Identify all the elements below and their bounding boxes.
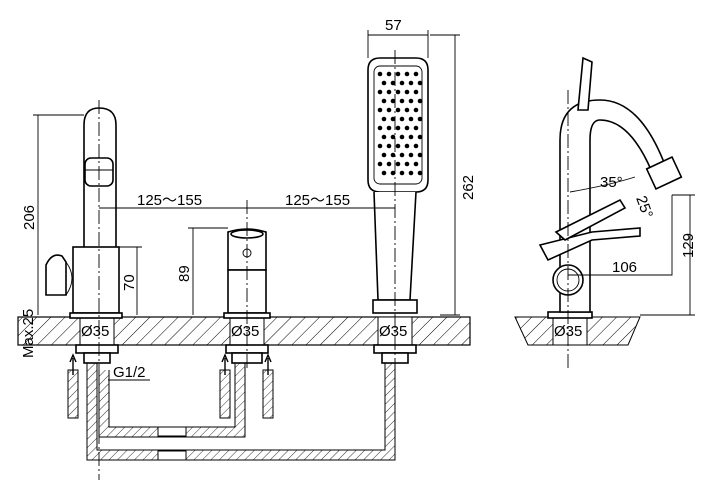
- nozzle-dot: [390, 170, 396, 176]
- dim-handset-width: 57: [385, 17, 402, 34]
- nozzle-dot: [395, 125, 401, 131]
- dim-angle-35: 35°: [600, 174, 623, 191]
- dim-spacing-left: 125～155: [137, 192, 202, 209]
- nozzle-dot: [377, 125, 383, 131]
- nozzle-dot: [399, 134, 405, 140]
- dim-hole-1: Ø35: [81, 323, 109, 340]
- nozzle-dot: [390, 152, 396, 158]
- nozzle-dot: [395, 89, 401, 95]
- dim-thread: G1/2: [113, 364, 146, 381]
- nozzle-dot: [386, 107, 392, 113]
- nozzle-dot: [381, 80, 387, 86]
- nozzle-dot: [377, 71, 383, 77]
- nozzle-dot: [399, 98, 405, 104]
- nozzle-dot: [377, 143, 383, 149]
- dim-body-height: 70: [121, 274, 138, 291]
- dim-spout-height: 206: [21, 205, 38, 230]
- nozzle-dot: [417, 98, 423, 104]
- nozzle-dot: [386, 89, 392, 95]
- nozzle-dot: [404, 71, 410, 77]
- nozzle-dot: [417, 134, 423, 140]
- nozzle-dot: [390, 98, 396, 104]
- nozzle-dot: [413, 107, 419, 113]
- hand-shower: [367, 50, 429, 370]
- nozzle-dot: [386, 161, 392, 167]
- nozzle-dot: [390, 80, 396, 86]
- nozzle-dot: [413, 71, 419, 77]
- inlet-arrow-icon: [264, 353, 272, 375]
- nozzle-dot: [399, 152, 405, 158]
- nozzle-dot: [386, 125, 392, 131]
- nozzle-dot: [404, 107, 410, 113]
- dim-spacing-right: 125～155: [285, 192, 350, 209]
- nozzle-dot: [395, 107, 401, 113]
- nozzle-dot: [408, 152, 414, 158]
- mixer-front: [223, 200, 271, 370]
- nozzle-dot: [417, 80, 423, 86]
- spout-front: [45, 100, 123, 480]
- nozzle-dot: [395, 143, 401, 149]
- nozzle-dot: [377, 161, 383, 167]
- nozzle-dot: [404, 143, 410, 149]
- nozzle-dot: [408, 134, 414, 140]
- hoses: [67, 345, 396, 461]
- nozzle-dot: [413, 89, 419, 95]
- nozzle-dot: [377, 107, 383, 113]
- lever-raised: [577, 56, 593, 111]
- nozzle-dot: [381, 116, 387, 122]
- lever-tilted: [554, 198, 627, 241]
- nozzle-dot: [417, 170, 423, 176]
- nozzle-dot: [399, 80, 405, 86]
- dim-hole-side: Ø35: [554, 323, 582, 340]
- nozzle-dot: [377, 89, 383, 95]
- nozzle-dot: [408, 170, 414, 176]
- lever-closed: [538, 227, 641, 262]
- nozzle-dot: [390, 116, 396, 122]
- nozzle-dot: [381, 134, 387, 140]
- dimension-lines: [33, 30, 695, 381]
- nozzle-dot: [404, 125, 410, 131]
- dim-side-height: 129: [680, 233, 697, 258]
- nozzle-dot: [395, 71, 401, 77]
- dim-hole-3: Ø35: [379, 323, 407, 340]
- dim-angle-25: 25°: [632, 194, 656, 221]
- nozzle-dot: [399, 116, 405, 122]
- nozzle-dot: [386, 71, 392, 77]
- nozzle-dot: [408, 80, 414, 86]
- nozzle-dot: [390, 134, 396, 140]
- nozzle-dot: [413, 125, 419, 131]
- nozzle-dot: [413, 143, 419, 149]
- dim-side-reach: 106: [612, 259, 637, 276]
- nozzle-dot: [413, 161, 419, 167]
- nozzle-dot: [395, 161, 401, 167]
- dim-max-deck: Max.25: [20, 309, 37, 358]
- nozzle-dot: [381, 152, 387, 158]
- nozzle-dot: [417, 116, 423, 122]
- nozzle-dot: [404, 161, 410, 167]
- nozzle-dot: [408, 116, 414, 122]
- nozzle-dot: [399, 170, 405, 176]
- nozzle-dot: [386, 143, 392, 149]
- nozzle-dot: [381, 98, 387, 104]
- dim-handset-height: 262: [460, 175, 477, 200]
- dim-mixer-height: 89: [176, 265, 193, 282]
- inlet-arrow-icon: [69, 353, 77, 375]
- nozzle-dot: [417, 152, 423, 158]
- side-view: [514, 56, 683, 370]
- inlet-arrow-icon: [221, 353, 229, 375]
- nozzle-dot: [381, 170, 387, 176]
- diverter-knob: [45, 254, 67, 296]
- nozzle-dot: [404, 89, 410, 95]
- dim-hole-2: Ø35: [231, 323, 259, 340]
- nozzle-dot: [408, 98, 414, 104]
